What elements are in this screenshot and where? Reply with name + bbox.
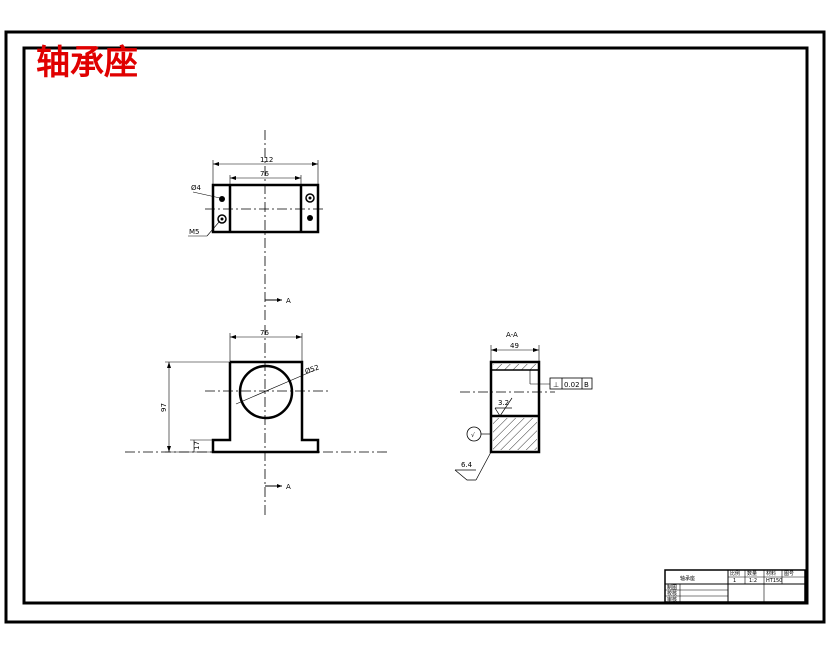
front-view: Ø52 76 97 17 A A [125, 297, 390, 515]
roughness-outer: 6.4 [461, 461, 473, 469]
tb-cell-8: 制图 [667, 584, 677, 591]
roughness-general: √ [471, 432, 475, 439]
tb-cell-9: 校核 [667, 590, 677, 597]
inner-frame [22, 46, 809, 605]
front-bore-label: Ø52 [304, 363, 320, 375]
title-block: 轴承座 比例 数量 材料 图号 1 1:2 HT150 制图 校核 审核 [664, 569, 806, 603]
tolerance-value: 0.02 [564, 381, 580, 389]
section-mark-bottom: A [286, 483, 291, 491]
section-mark-top: A [286, 297, 291, 305]
top-inner-width: 76 [260, 170, 269, 178]
tb-cell-10: 审核 [667, 596, 677, 603]
front-width: 76 [260, 329, 269, 337]
section-width: 49 [510, 342, 519, 350]
top-view: 112 76 Ø4 M5 [188, 130, 325, 320]
front-height: 97 [160, 403, 168, 412]
tb-cell-2: 材料 [766, 570, 776, 577]
drawing-title: 轴承座 [36, 43, 138, 83]
tb-cell-0: 比例 [730, 570, 740, 577]
top-hole-label: Ø4 [191, 184, 202, 192]
tb-cell-6: HT150 [766, 578, 782, 584]
section-view: A-A 49 ⊥ 0.02 B 3.2 6.4 [454, 331, 593, 481]
title-block-part-name: 轴承座 [680, 575, 695, 582]
tb-cell-3: 图号 [784, 571, 794, 577]
roughness-inner: 3.2 [498, 399, 509, 407]
tolerance-symbol: ⊥ [553, 381, 559, 389]
tb-cell-4: 1 [733, 578, 736, 584]
outer-frame [4, 30, 826, 624]
tb-cell-5: 1:2 [749, 578, 757, 584]
tolerance-datum: B [584, 381, 589, 389]
top-thread-label: M5 [189, 228, 200, 236]
section-title: A-A [506, 331, 518, 339]
tb-cell-1: 数量 [747, 570, 757, 577]
front-base-height: 17 [193, 441, 201, 450]
top-overall-width: 112 [260, 156, 273, 164]
